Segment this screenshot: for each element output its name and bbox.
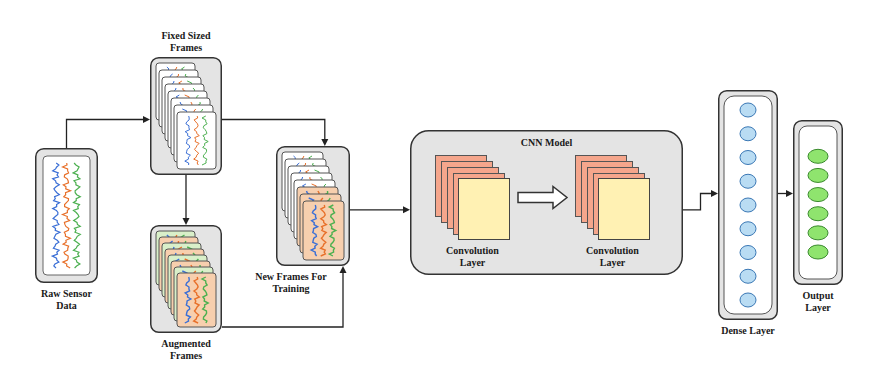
output-layer-art <box>793 120 843 285</box>
arrow-head <box>403 206 410 213</box>
label-wrap: CNN Model <box>410 137 683 149</box>
arrow-head <box>786 190 793 197</box>
signal-wave <box>73 163 80 268</box>
neuron <box>740 174 756 188</box>
frame-stack-art <box>150 225 222 333</box>
connector-line <box>683 194 712 210</box>
frame-stack-art <box>276 146 350 266</box>
raw-data-box-art <box>35 148 98 283</box>
signal-wave <box>202 277 208 323</box>
label-wrap: Convolution Layer <box>433 245 513 268</box>
neuron <box>740 151 756 165</box>
signal-panel <box>43 156 90 275</box>
signal-wave <box>52 163 60 268</box>
neuron <box>740 269 756 283</box>
arrow-head <box>321 139 328 146</box>
data-frame <box>177 273 216 327</box>
box-outline <box>151 226 222 333</box>
flow-arrow <box>222 266 347 327</box>
neuron <box>808 245 828 259</box>
flow-arrow <box>350 206 410 213</box>
layer-label: Dense Layer <box>717 325 779 337</box>
connector-line <box>222 272 343 327</box>
dense-layer-art <box>718 90 778 320</box>
model-title: CNN Model <box>410 137 683 149</box>
signal-wave <box>321 205 327 256</box>
label-wrap: Convolution Layer <box>573 245 653 268</box>
output-layer: Output Layer <box>793 120 843 285</box>
neuron <box>740 198 756 212</box>
flow-arrow <box>222 120 328 147</box>
conv-layer: Convolution Layer <box>575 155 650 240</box>
model-box: CNN ModelConvolution LayerConvolution La… <box>410 130 683 275</box>
arrow-head <box>183 218 190 225</box>
flow-arrow <box>683 190 718 210</box>
neuron <box>740 293 756 307</box>
signal-wave <box>329 205 336 256</box>
label-wrap: Raw Sensor Data <box>32 288 102 311</box>
neuron <box>808 226 828 240</box>
frame-stack: New Frames For Training <box>276 146 350 266</box>
arrow-head <box>711 190 718 197</box>
conv-layer: Convolution Layer <box>435 155 510 240</box>
layer-label: Fixed Sized Frames <box>149 30 223 53</box>
feature-map <box>459 179 510 240</box>
neuron <box>740 127 756 141</box>
box-outline <box>277 147 350 266</box>
layer-label: Augmented Frames <box>149 338 223 361</box>
label-wrap: Fixed Sized Frames <box>149 30 223 53</box>
layer-label: New Frames For Training <box>252 271 330 294</box>
neuron <box>808 188 828 202</box>
flow-arrow <box>778 190 793 197</box>
neuron <box>740 222 756 236</box>
label-wrap: Dense Layer <box>717 325 779 337</box>
connector-line <box>778 193 787 194</box>
connector-line <box>222 120 325 141</box>
frame-stack: Augmented Frames <box>150 225 222 333</box>
neuron <box>740 246 756 260</box>
arrow-head <box>143 116 150 123</box>
data-frame <box>177 112 216 169</box>
flow-arrow <box>183 175 190 225</box>
raw-data-box: Raw Sensor Data <box>35 148 98 283</box>
feature-map <box>599 179 650 240</box>
conv-layer-art <box>435 155 510 240</box>
label-wrap: New Frames For Training <box>252 271 330 294</box>
signal-wave <box>311 205 317 256</box>
label-wrap: Augmented Frames <box>149 338 223 361</box>
box-outline <box>151 58 222 175</box>
layer-panel <box>799 126 837 279</box>
frame-stack-art <box>150 57 222 175</box>
connector-line <box>185 175 186 219</box>
frame-stack: Fixed Sized Frames <box>150 57 222 175</box>
connector-line <box>350 209 404 210</box>
layer-label: Output Layer <box>789 290 847 313</box>
layer-label: Convolution Layer <box>573 245 653 268</box>
label-wrap: Output Layer <box>789 290 847 313</box>
data-frame <box>303 201 344 260</box>
signal-wave <box>185 116 191 165</box>
neuron <box>740 103 756 117</box>
neuron <box>808 149 828 163</box>
connector-line <box>67 120 145 149</box>
dense-layer: Dense Layer <box>718 90 778 320</box>
layer-panel <box>724 96 772 314</box>
neuron <box>808 168 828 182</box>
conv-layer-art <box>575 155 650 240</box>
arrow-head <box>340 266 347 273</box>
box-outline <box>36 149 98 283</box>
signal-wave <box>185 277 191 323</box>
signal-wave <box>194 277 200 323</box>
signal-wave <box>194 116 200 165</box>
layer-label: Convolution Layer <box>433 245 513 268</box>
box-outline <box>719 91 778 320</box>
layer-label: Raw Sensor Data <box>32 288 102 311</box>
box-outline <box>411 131 683 275</box>
flow-arrow <box>67 116 151 148</box>
signal-wave <box>202 116 208 165</box>
signal-wave <box>63 163 71 268</box>
neuron <box>808 207 828 221</box>
box-outline <box>794 121 843 285</box>
